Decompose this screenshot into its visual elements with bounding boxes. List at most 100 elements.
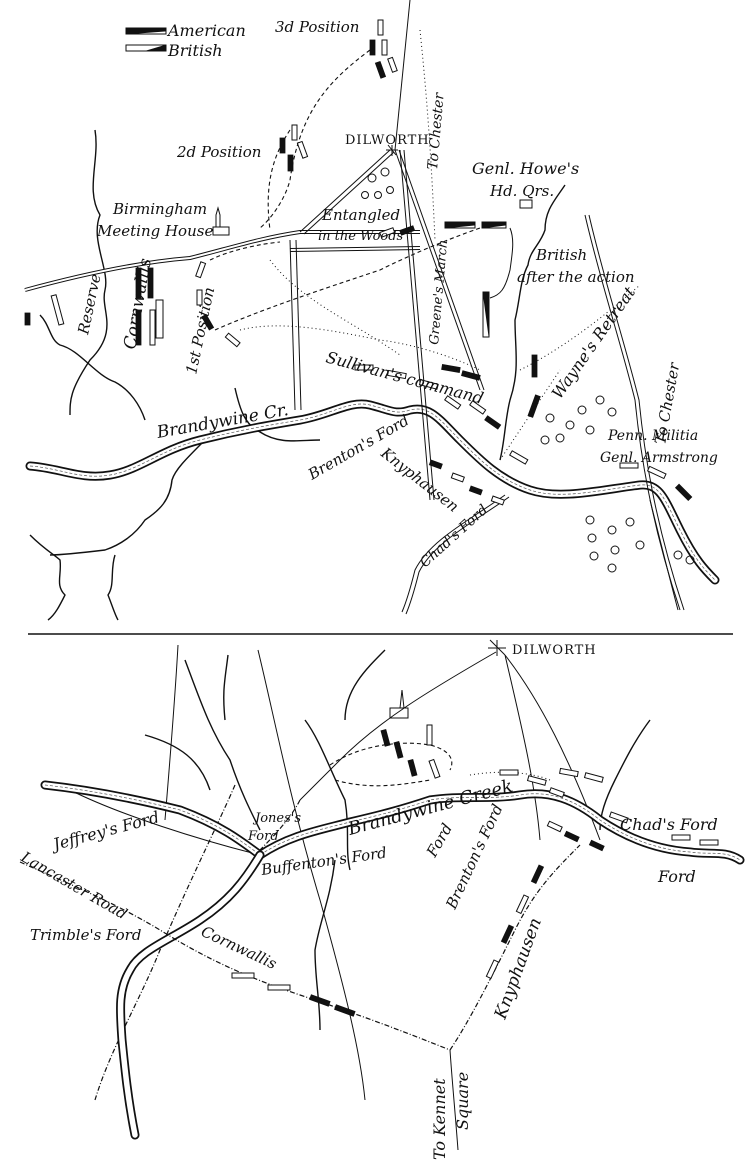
cornwallis-lower-label: Cornwallis: [198, 922, 279, 973]
jones-label: Jones's: [252, 811, 301, 826]
sullivans-command-label: Sullivan's command: [324, 348, 486, 408]
lancaster-road-label: Lancaster Road: [17, 847, 130, 923]
road: [649, 499, 679, 611]
road: [399, 149, 431, 501]
ford-lower-label: Ford: [657, 867, 696, 886]
brentons-ford-lower-label: Brenton's Ford: [442, 801, 507, 912]
entangled-label: Entangled: [321, 206, 400, 224]
troops-british-after: [444, 221, 507, 338]
dilworth-marker: [386, 144, 398, 156]
british-after-bracket: [489, 227, 514, 299]
brandywine-creek-lower: [40, 780, 745, 865]
road: [403, 149, 435, 501]
chads-ford-label: Chad's Ford: [417, 502, 491, 571]
legend-british-symbol: [125, 44, 167, 52]
british-label: British: [535, 246, 587, 264]
route-dashed: [329, 742, 453, 771]
chads-ford-road: [405, 496, 510, 615]
road: [257, 649, 366, 1101]
stream: [499, 184, 566, 461]
birmingham-label: Birmingham: [112, 200, 207, 218]
road: [303, 151, 395, 235]
road: [299, 651, 497, 801]
road: [394, 149, 481, 391]
stream: [314, 859, 336, 1031]
woods-east: [540, 395, 695, 573]
brentons-ford-label: Brenton's Ford: [304, 411, 412, 484]
route-dashed: [214, 227, 481, 331]
hq-label: Hd. Qrs.: [489, 182, 554, 200]
meeting-house-icon: [212, 206, 230, 236]
route-dashed: [209, 241, 281, 261]
church-icon: [389, 689, 409, 719]
troops-sullivan: [354, 354, 693, 502]
troops-second-position: [279, 124, 309, 172]
to-chester-road: [588, 214, 685, 611]
birmingham-road: [24, 230, 421, 411]
howe-label: Genl. Howe's: [472, 159, 579, 178]
to-chester-road: [584, 214, 681, 611]
route-dotted: [269, 259, 401, 356]
troops-entangled: [379, 225, 416, 238]
second-position-label: 2d Position: [176, 143, 261, 161]
stream: [49, 439, 206, 556]
legend-british-label: British: [167, 41, 223, 60]
waynes-retreat-label: Wayne's Retreat: [548, 283, 640, 403]
ford-small-label: Ford: [422, 820, 456, 861]
third-position-label: 3d Position: [275, 18, 359, 36]
stream: [344, 649, 386, 721]
legend-american-symbol: [125, 27, 167, 35]
after-the-action-label: after the action: [517, 268, 635, 286]
stream: [599, 719, 651, 831]
route-dashed: [259, 49, 371, 229]
genl-armstrong-label: Genl. Armstrong: [600, 450, 718, 466]
jeffreys-ford-label: Jeffrey's Ford: [48, 807, 161, 854]
stream: [234, 387, 321, 442]
hq-building-icon: [519, 199, 533, 209]
road: [419, 29, 436, 241]
lower-dilworth-label: DILWORTH: [512, 643, 597, 658]
road: [69, 789, 261, 856]
route-dashed: [267, 129, 291, 231]
route-dotted: [499, 369, 561, 461]
stream: [223, 654, 229, 721]
dilworth-label: DILWORTH: [345, 133, 430, 148]
square-label: Square: [453, 1072, 472, 1130]
knyphausen-label: Knyphausen: [377, 443, 463, 515]
woods: [361, 167, 394, 199]
to-chester-north-label: To Chester: [425, 91, 448, 170]
jones-ford-label: Ford: [247, 829, 279, 844]
stream: [39, 314, 146, 421]
troops-lower: [231, 724, 719, 1017]
cornwallis-route: [19, 861, 451, 1051]
chads-ford-lower-label: Chad's Ford: [620, 815, 718, 834]
meeting-house-label: Meeting House: [96, 222, 213, 240]
legend: American British: [125, 21, 246, 60]
road: [398, 149, 485, 391]
route-dashed: [334, 779, 431, 787]
road: [299, 149, 391, 233]
dilworth-marker: [488, 639, 506, 656]
chads-ford-road: [401, 494, 506, 613]
knyphausen-lower-label: Knyphausen: [491, 915, 546, 1022]
stream: [69, 129, 108, 416]
legend-american-label: American: [166, 21, 246, 40]
greenes-march-label: Greene's March: [427, 239, 451, 345]
road: [394, 0, 411, 151]
to-kennet-label: To Kennet: [430, 1078, 449, 1160]
brandywine-west-branch: [116, 850, 265, 1140]
knyphausen-route: [449, 844, 581, 1051]
stream: [304, 719, 351, 871]
reserve-label: Reserve: [74, 272, 105, 337]
trimbles-ford-label: Trimble's Ford: [30, 926, 141, 944]
lower-map: DILWORTH: [17, 639, 745, 1160]
road: [504, 654, 541, 841]
route-dotted: [469, 771, 551, 781]
stream: [107, 554, 119, 621]
to-kennet-road: [449, 1049, 459, 1151]
road: [164, 644, 179, 821]
troops-first-position: [24, 261, 241, 348]
troops-third-position: [369, 19, 398, 79]
stream: [29, 534, 66, 621]
